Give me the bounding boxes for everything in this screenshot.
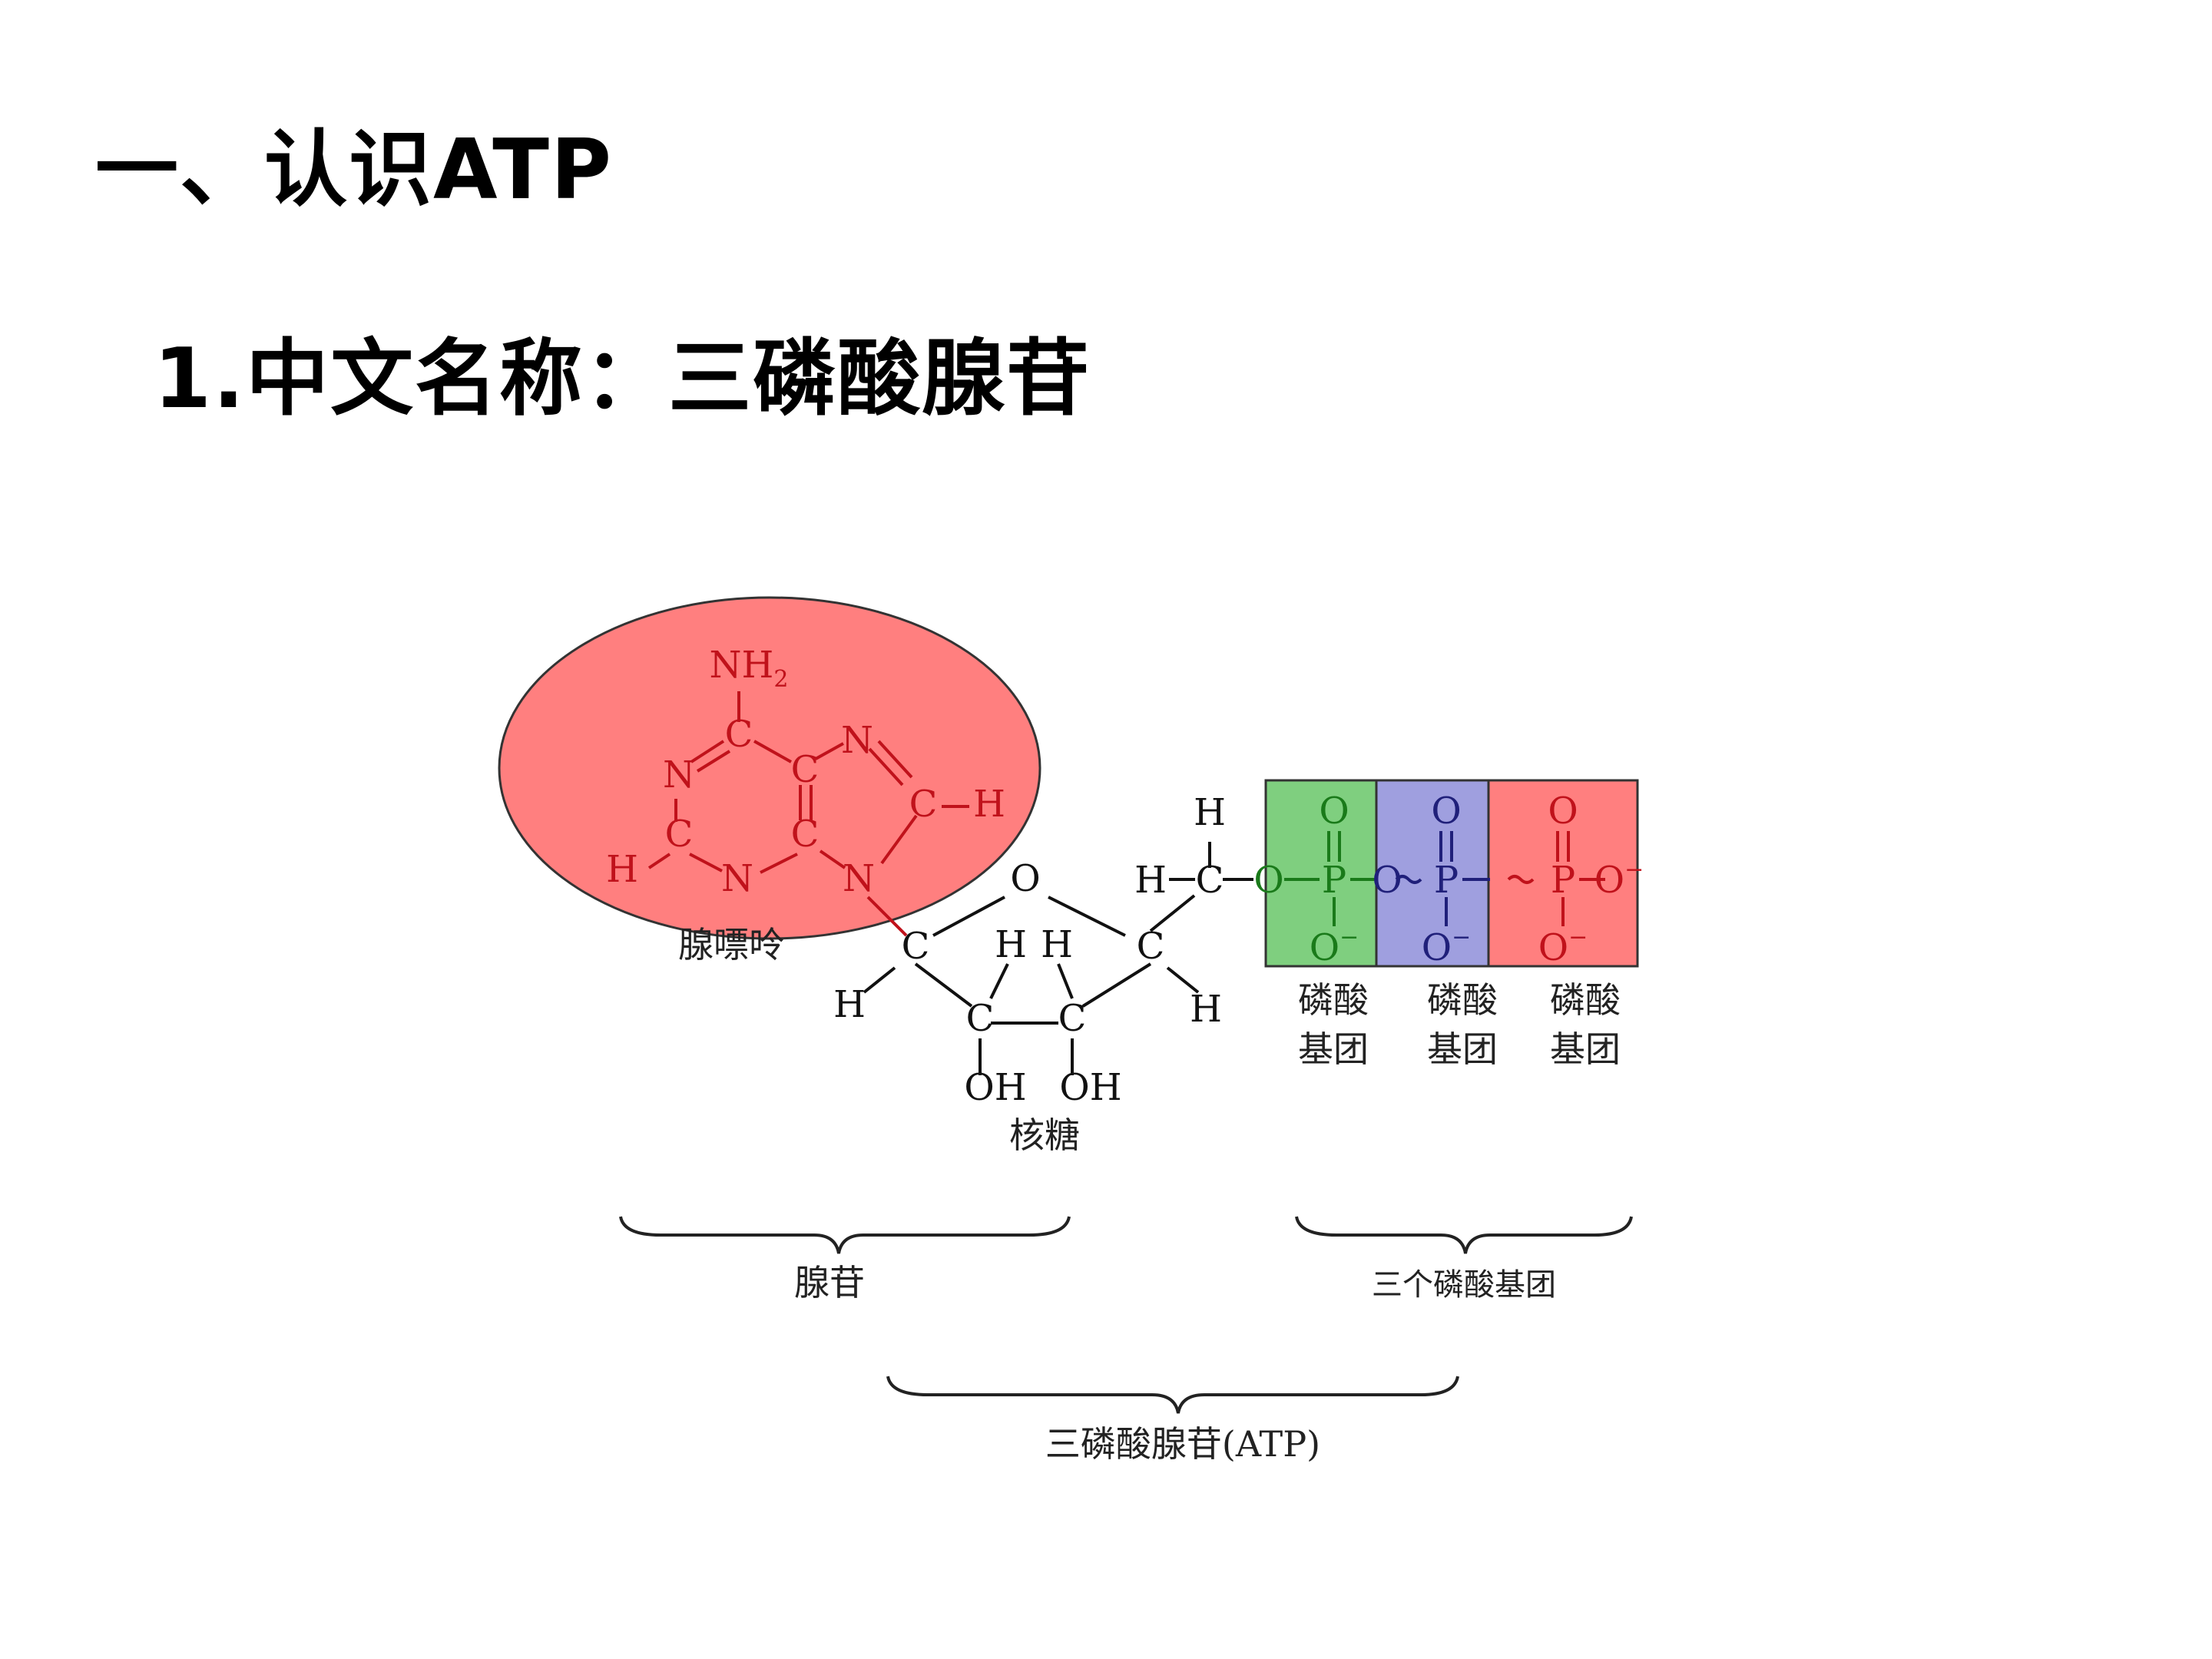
ribose-atoms: O C H H H C C C H OH OH C H H bbox=[833, 791, 1226, 1109]
atom-c4: C bbox=[791, 813, 820, 856]
phosphate-3-label-line2: 基团 bbox=[1550, 1028, 1621, 1070]
atom-c5-ribose: C bbox=[1196, 859, 1224, 902]
chinese-name-point: 1.中文名称：三磷酸腺苷 bbox=[154, 331, 1091, 427]
phosphate-3-terminal-o: O− bbox=[1594, 856, 1644, 902]
phosphate-2-bridge-o: O bbox=[1372, 859, 1402, 902]
phosphate-labels: 磷酸 基团 磷酸 基团 磷酸 基团 bbox=[1298, 979, 1621, 1070]
atom-oh2: OH bbox=[964, 1066, 1026, 1109]
phosphate-2-label-line2: 基团 bbox=[1427, 1028, 1498, 1070]
atom-n9: N bbox=[843, 857, 875, 900]
phosphate-box-1 bbox=[1264, 779, 1378, 968]
phosphate-1-label-line1: 磷酸 bbox=[1298, 979, 1369, 1021]
atom-h1: H bbox=[833, 983, 866, 1026]
three-phosphates-label: 三个磷酸基团 bbox=[1372, 1267, 1556, 1303]
phosphate-3-top-o: O bbox=[1548, 790, 1578, 833]
braces bbox=[619, 1216, 1633, 1414]
adenine-label: 腺嘌呤 bbox=[678, 924, 784, 965]
adenosine-brace bbox=[619, 1216, 1071, 1254]
atom-c8: C bbox=[909, 783, 938, 826]
atom-n3: N bbox=[721, 857, 753, 900]
atom-oh3: OH bbox=[1059, 1066, 1121, 1109]
adenine-highlight bbox=[498, 596, 1041, 940]
atom-h4-ribose: H bbox=[1190, 988, 1222, 1031]
slide-title: 一、认识ATP bbox=[95, 122, 614, 218]
atom-n1: N bbox=[663, 753, 695, 796]
atp-brace bbox=[886, 1376, 1459, 1414]
phosphate-1-top-o: O bbox=[1319, 790, 1349, 833]
phosphate-3-p: P bbox=[1551, 859, 1575, 902]
phosphate-2-p: P bbox=[1434, 859, 1459, 902]
atom-ring-o: O bbox=[1010, 857, 1040, 900]
phosphate-1-bottom-o: O− bbox=[1310, 924, 1359, 969]
atom-c6: C bbox=[725, 713, 753, 756]
atom-h8: H bbox=[973, 783, 1005, 826]
phosphate-2-top-o: O bbox=[1431, 790, 1461, 833]
phosphate-1-p: P bbox=[1322, 859, 1346, 902]
phosphate-3-label-line1: 磷酸 bbox=[1550, 979, 1621, 1021]
atom-c2-ribose: C bbox=[966, 997, 995, 1040]
phosphate-2-label-line1: 磷酸 bbox=[1427, 979, 1498, 1021]
atom-h2-ribose: H bbox=[995, 923, 1027, 966]
phosphates-brace bbox=[1295, 1216, 1633, 1254]
atom-h5b: H bbox=[1134, 859, 1167, 902]
atom-n7: N bbox=[841, 719, 873, 762]
atom-c5: C bbox=[791, 748, 820, 791]
atom-nh2: NH2 bbox=[710, 644, 789, 693]
phosphate-3-bottom-o: O− bbox=[1538, 924, 1588, 969]
atom-h3-ribose: H bbox=[1041, 923, 1073, 966]
atom-h2: H bbox=[606, 848, 638, 891]
phosphate-box-3 bbox=[1487, 779, 1639, 968]
phosphate-1-label-line2: 基团 bbox=[1298, 1028, 1369, 1070]
phosphate-2-bottom-o: O− bbox=[1422, 924, 1472, 969]
atom-c3-ribose: C bbox=[1058, 997, 1087, 1040]
phosphate-1-bridge-o: O bbox=[1253, 859, 1283, 902]
phosphate-atoms: O O P O− O O P O− O P O− O− bbox=[1253, 790, 1644, 969]
atom-c4-ribose: C bbox=[1137, 925, 1165, 968]
atp-label: 三磷酸腺苷(ATP) bbox=[1045, 1423, 1320, 1465]
atom-c2: C bbox=[665, 813, 694, 856]
phosphate-bonds bbox=[1284, 831, 1605, 926]
ribose-bonds bbox=[863, 842, 1253, 1075]
adenosine-label: 腺苷 bbox=[794, 1262, 865, 1303]
atom-h5a: H bbox=[1194, 791, 1226, 834]
brace-labels: 腺苷 三个磷酸基团 三磷酸腺苷(ATP) bbox=[794, 1262, 1556, 1465]
atom-c1: C bbox=[902, 925, 930, 968]
phosphate-box-2 bbox=[1375, 779, 1490, 968]
adenine-bonds bbox=[647, 691, 969, 937]
ribose-label: 核糖 bbox=[1009, 1114, 1080, 1156]
adenine-atoms: NH2 C N C N C H C H N C N bbox=[606, 644, 1005, 900]
